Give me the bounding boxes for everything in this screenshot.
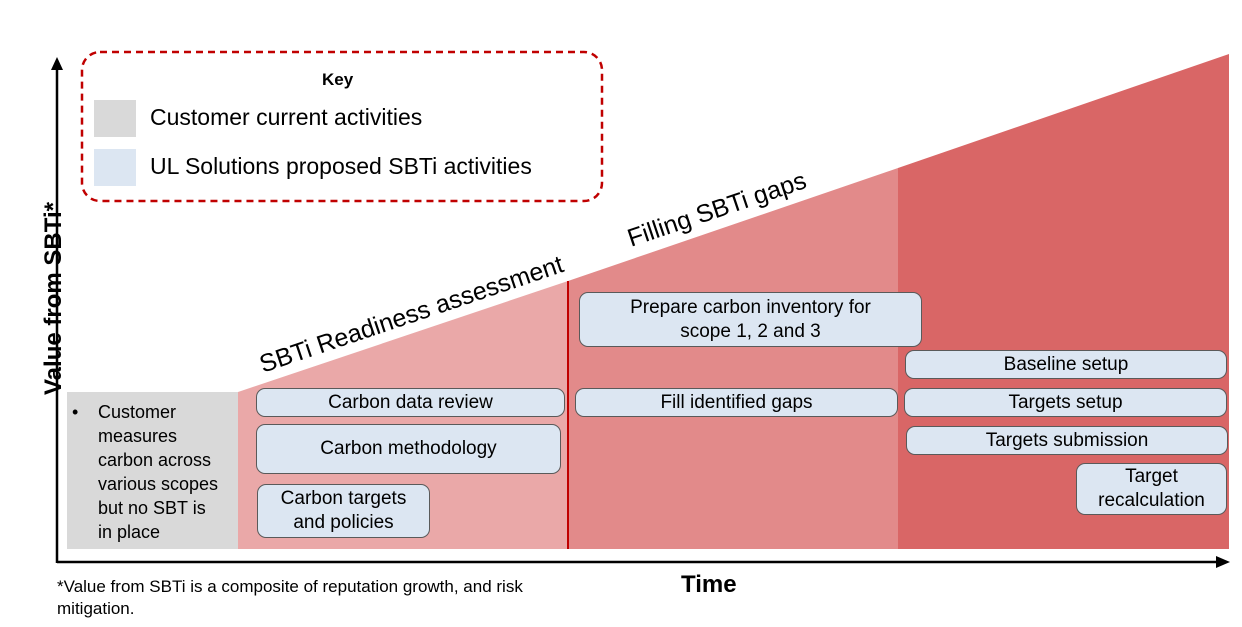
phase-gaps-region <box>568 168 898 549</box>
customer-description-text: Customer measures carbon across various … <box>98 402 219 542</box>
key-box <box>80 50 604 203</box>
customer-current-area <box>67 392 238 549</box>
activity-targets-setup: Targets setup <box>904 388 1227 417</box>
activity-target-recalculation: Target recalculation <box>1076 463 1227 515</box>
key-swatch-customer <box>94 100 136 137</box>
key-label-customer: Customer current activities <box>150 104 423 130</box>
activity-carbon-methodology: Carbon methodology <box>256 424 561 474</box>
y-axis-label: Value from SBTi* <box>40 202 67 395</box>
y-axis-arrowhead <box>51 57 63 70</box>
key-label-proposed: UL Solutions proposed SBTi activities <box>150 153 532 179</box>
footnote: *Value from SBTi is a composite of reput… <box>57 577 523 618</box>
x-axis-arrowhead <box>1216 556 1230 568</box>
key-swatch-proposed <box>94 149 136 186</box>
activity-fill-identified-gaps: Fill identified gaps <box>575 388 898 417</box>
activity-prepare-carbon-inventory: Prepare carbon inventory for scope 1, 2 … <box>579 292 922 347</box>
bullet: • <box>72 402 79 422</box>
activity-targets-submission: Targets submission <box>906 426 1228 455</box>
key-title: Key <box>322 70 354 89</box>
activity-carbon-data-review: Carbon data review <box>256 388 565 417</box>
activity-baseline-setup: Baseline setup <box>905 350 1227 379</box>
x-axis-label: Time <box>681 571 737 598</box>
activity-carbon-targets-policies: Carbon targets and policies <box>257 484 430 538</box>
phase-delivery-region <box>898 54 1229 549</box>
